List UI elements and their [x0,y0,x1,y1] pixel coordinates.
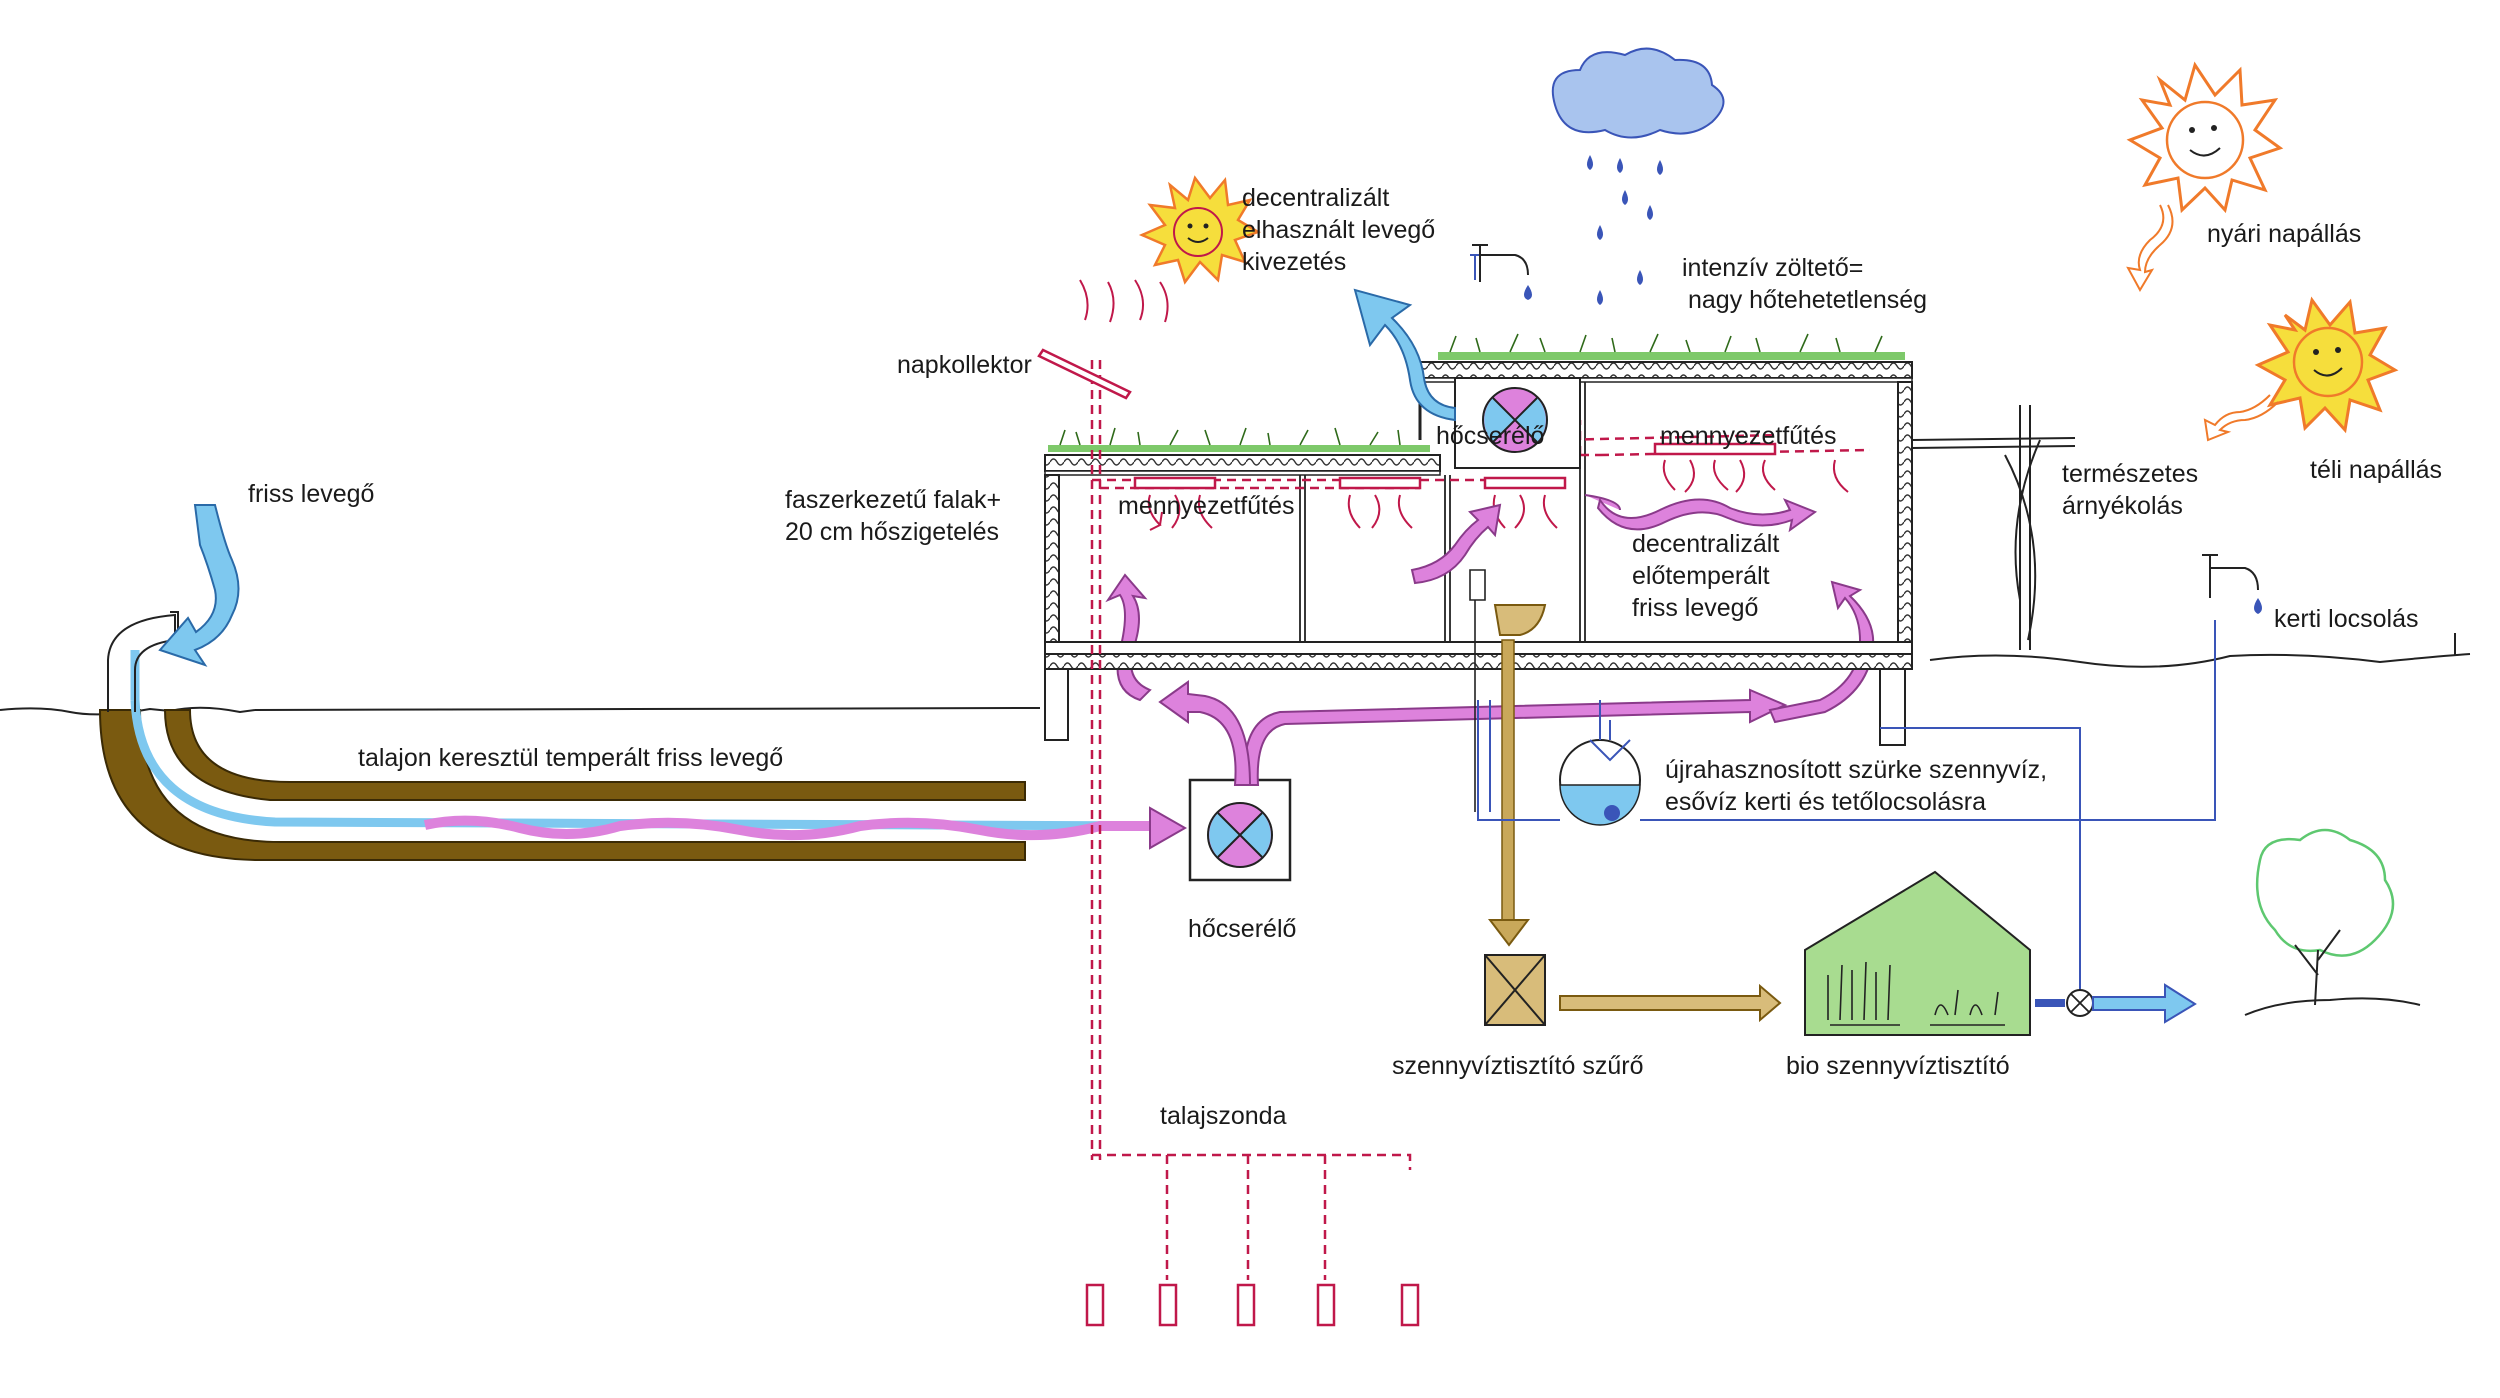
timber-wall-line-1: faszerkezetű falak+ [785,486,1002,514]
summer-sun-icon [2126,61,2284,293]
exhaust-air-line-2: elhasznált levegő [1242,216,1436,244]
garden-faucet [2202,554,2259,598]
greywater-line-1: újrahasznosított szürke szennyvíz, [1665,756,2048,784]
tree [2244,828,2421,1016]
filter-to-bio-arrow [1559,983,1782,1023]
pretempered-air-label: decentralizált előtemperált friss levegő [1632,528,1779,624]
exhaust-air-line-1: decentralizált [1242,184,1390,212]
bio-treatment-label: bio szennyvíztisztító [1786,1052,2010,1080]
garden-water-drop [2254,598,2262,614]
wastewater-filter [1484,954,1546,1026]
building [1044,333,2076,746]
ceiling-heating-label-left: mennyezetfűtés [1118,492,1295,520]
green-roof-line-1: intenzív zöltető= [1682,254,1864,282]
natural-shading-line-2: árnyékolás [2062,492,2183,520]
pretempered-air-line-3: friss levegő [1632,594,1759,622]
roof-heat-exchanger-label: hőcserélő [1436,422,1545,450]
earth-tube [98,650,1161,861]
natural-shading-label: természetes árnyékolás [2062,458,2198,522]
raindrops [1587,155,1663,305]
pink-supply-arrows [1410,494,1818,585]
pretempered-air-line-2: előtemperált [1632,562,1770,590]
bio-treatment-house [1804,870,2031,1036]
natural-shading-line-1: természetes [2062,460,2199,488]
ground-probes [1085,1283,1420,1327]
exhaust-air-line-3: kivezetés [1242,248,1347,276]
collector-sun-icon [1138,175,1261,285]
solar-collector-label: napkollektor [897,351,1032,379]
roof-faucet [1472,244,1529,282]
greywater-tank [1559,739,1641,826]
ceiling-heating-label-right: mennyezetfűtés [1660,422,1837,450]
radiant-heat-arrows [1079,279,1849,531]
air-intake-pipe [107,611,179,712]
water-pipes [1470,254,2216,1010]
green-roof-label: intenzív zöltető= nagy hőtehetetlenség [1682,252,1927,316]
roof-heat-exchanger [1454,377,1581,469]
greywater-label: újrahasznosított szürke szennyvíz, esőví… [1665,754,2047,818]
rain-cloud [1551,47,1725,139]
solar-collector [1037,348,1132,400]
water-drop [1524,285,1532,300]
timber-wall-label: faszerkezetű falak+ 20 cm hőszigetelés [785,484,1001,548]
ground-heat-exchanger-label: hőcserélő [1188,915,1297,943]
greywater-line-2: esővíz kerti és tetőlocsolásra [1665,788,1986,816]
timber-wall-line-2: 20 cm hőszigetelés [785,518,1000,546]
fresh-air-arrow [158,504,240,667]
wastewater-pipe [1487,604,1547,947]
pretempered-air-line-1: decentralizált [1632,530,1780,558]
ceiling-heating-panels [1133,442,1777,490]
exhaust-air-arrow [1353,288,1456,422]
garden-irrigation-label: kerti locsolás [2274,605,2419,633]
exhaust-air-label: decentralizált elhasznált levegő kivezet… [1242,182,1435,278]
ground-probe-label: talajszonda [1160,1102,1287,1130]
treated-water-outlet [2035,983,2197,1024]
ground-heat-exchanger [1188,778,1292,882]
summer-sun-label: nyári napállás [2207,220,2362,248]
winter-sun-label: téli napállás [2310,456,2443,484]
wastewater-filter-label: szennyvíztisztító szűrő [1392,1052,1644,1080]
fresh-air-label: friss levegő [248,480,375,508]
downpipe [1469,569,1486,812]
winter-sun-icon [2203,296,2399,442]
pink-air-line [423,806,1188,850]
pink-distribution [1105,573,1875,786]
earth-tube-label: talajon keresztül temperált friss levegő [358,744,784,772]
green-roof-line-2: nagy hőtehetetlenség [1688,286,1928,314]
